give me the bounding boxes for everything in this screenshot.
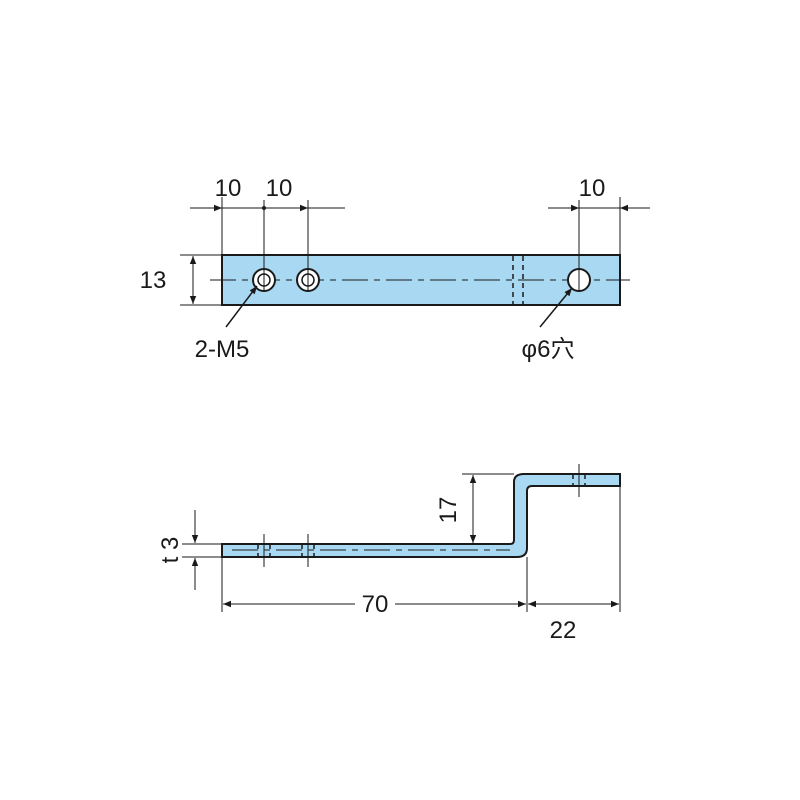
side-view: 17 t 3 70 22 <box>157 464 621 644</box>
dim-height-text: 13 <box>140 267 167 294</box>
leader-through-hole <box>539 287 573 328</box>
dim-step-height-text: 17 <box>435 497 462 524</box>
dim-top-left-2-text: 10 <box>266 175 293 202</box>
dim-thickness-text: t 3 <box>157 537 184 564</box>
label-through-hole: φ6穴 <box>522 336 575 363</box>
bracket-side-profile <box>221 473 621 558</box>
dim-top-right-text: 10 <box>579 175 606 202</box>
dim-length-short-text: 22 <box>550 617 577 644</box>
leader-tapped-holes <box>225 285 258 328</box>
label-tapped-holes: 2-M5 <box>195 336 250 363</box>
dim-length-long-text: 70 <box>362 591 389 618</box>
dim-top-left-1-text: 10 <box>215 175 242 202</box>
plan-view: 10 10 10 13 2-M5 φ6穴 <box>140 175 650 363</box>
